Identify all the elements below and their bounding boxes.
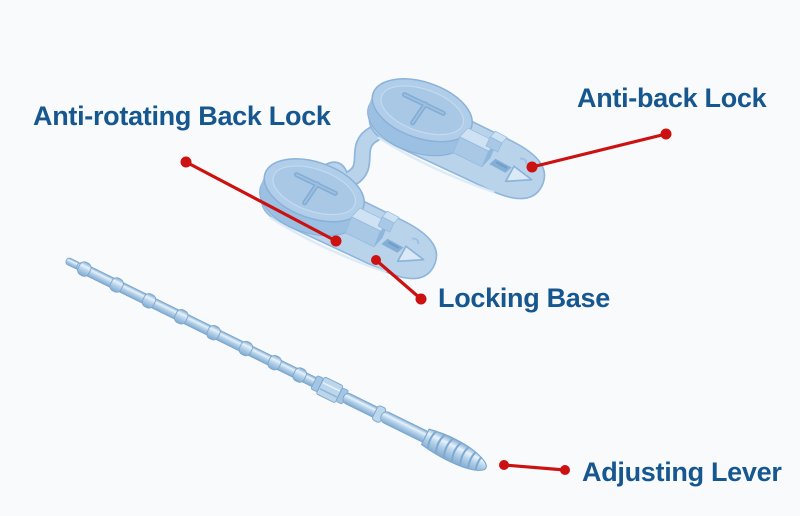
label-locking-base: Locking Base xyxy=(438,283,610,313)
leader-lines xyxy=(180,128,672,475)
leader-locking-base xyxy=(371,255,427,305)
adjusting-lever-illustration xyxy=(65,257,488,476)
label-anti-rotating-back-lock: Anti-rotating Back Lock xyxy=(33,101,331,131)
label-anti-back-lock: Anti-back Lock xyxy=(577,83,767,113)
locking-base-illustration xyxy=(247,67,561,287)
leader-adjusting-lever xyxy=(499,460,570,475)
leader-anti-back-lock xyxy=(526,128,672,173)
anti-back-lock-part xyxy=(355,67,561,207)
anti-rotating-back-lock-part xyxy=(247,147,453,287)
label-adjusting-lever: Adjusting Lever xyxy=(582,457,782,487)
leader-anti-rotating-back-lock xyxy=(180,156,342,247)
